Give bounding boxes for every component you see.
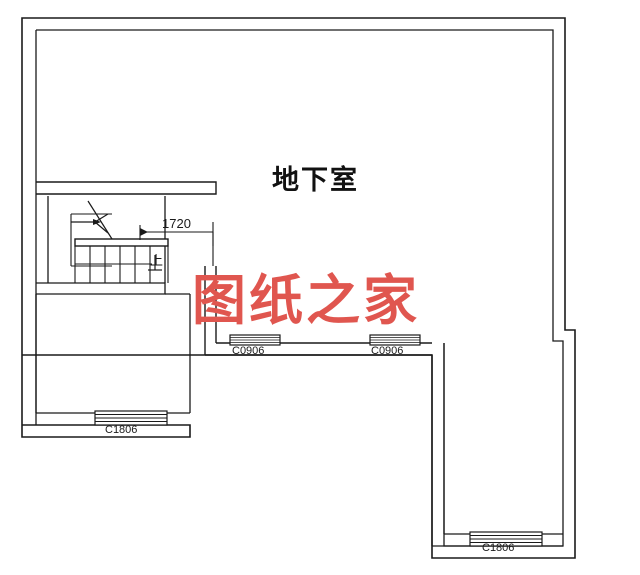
dimension-arrow-left — [140, 228, 148, 236]
stair-break-line — [71, 200, 113, 240]
watermark-text: 图纸之家 — [192, 268, 420, 332]
lower-left-room-walls — [35, 293, 191, 414]
stair-up-tick — [148, 255, 162, 271]
dimension-label-1720: 1720 — [162, 216, 191, 231]
upper-left-partition — [36, 181, 217, 195]
window-label-c0906-left: C0906 — [232, 345, 265, 357]
stair-landing — [74, 238, 169, 247]
stair-run — [70, 213, 169, 283]
window-c0906-right — [369, 334, 421, 346]
stair-break-arrowhead — [93, 219, 101, 225]
right-wing-walls — [431, 343, 563, 547]
stair-up-direction-label: 上 — [150, 254, 164, 269]
window-label-c1806-right: C1806 — [482, 542, 515, 554]
window-c0906-left — [229, 334, 281, 346]
dimension-line-1720 — [139, 222, 214, 266]
window-c1806-left — [94, 410, 168, 426]
page-title: 地下室 — [272, 165, 359, 196]
window-label-c0906-right: C0906 — [371, 345, 404, 357]
window-c1806-right — [469, 531, 543, 547]
window-label-c1806-left: C1806 — [105, 424, 138, 436]
